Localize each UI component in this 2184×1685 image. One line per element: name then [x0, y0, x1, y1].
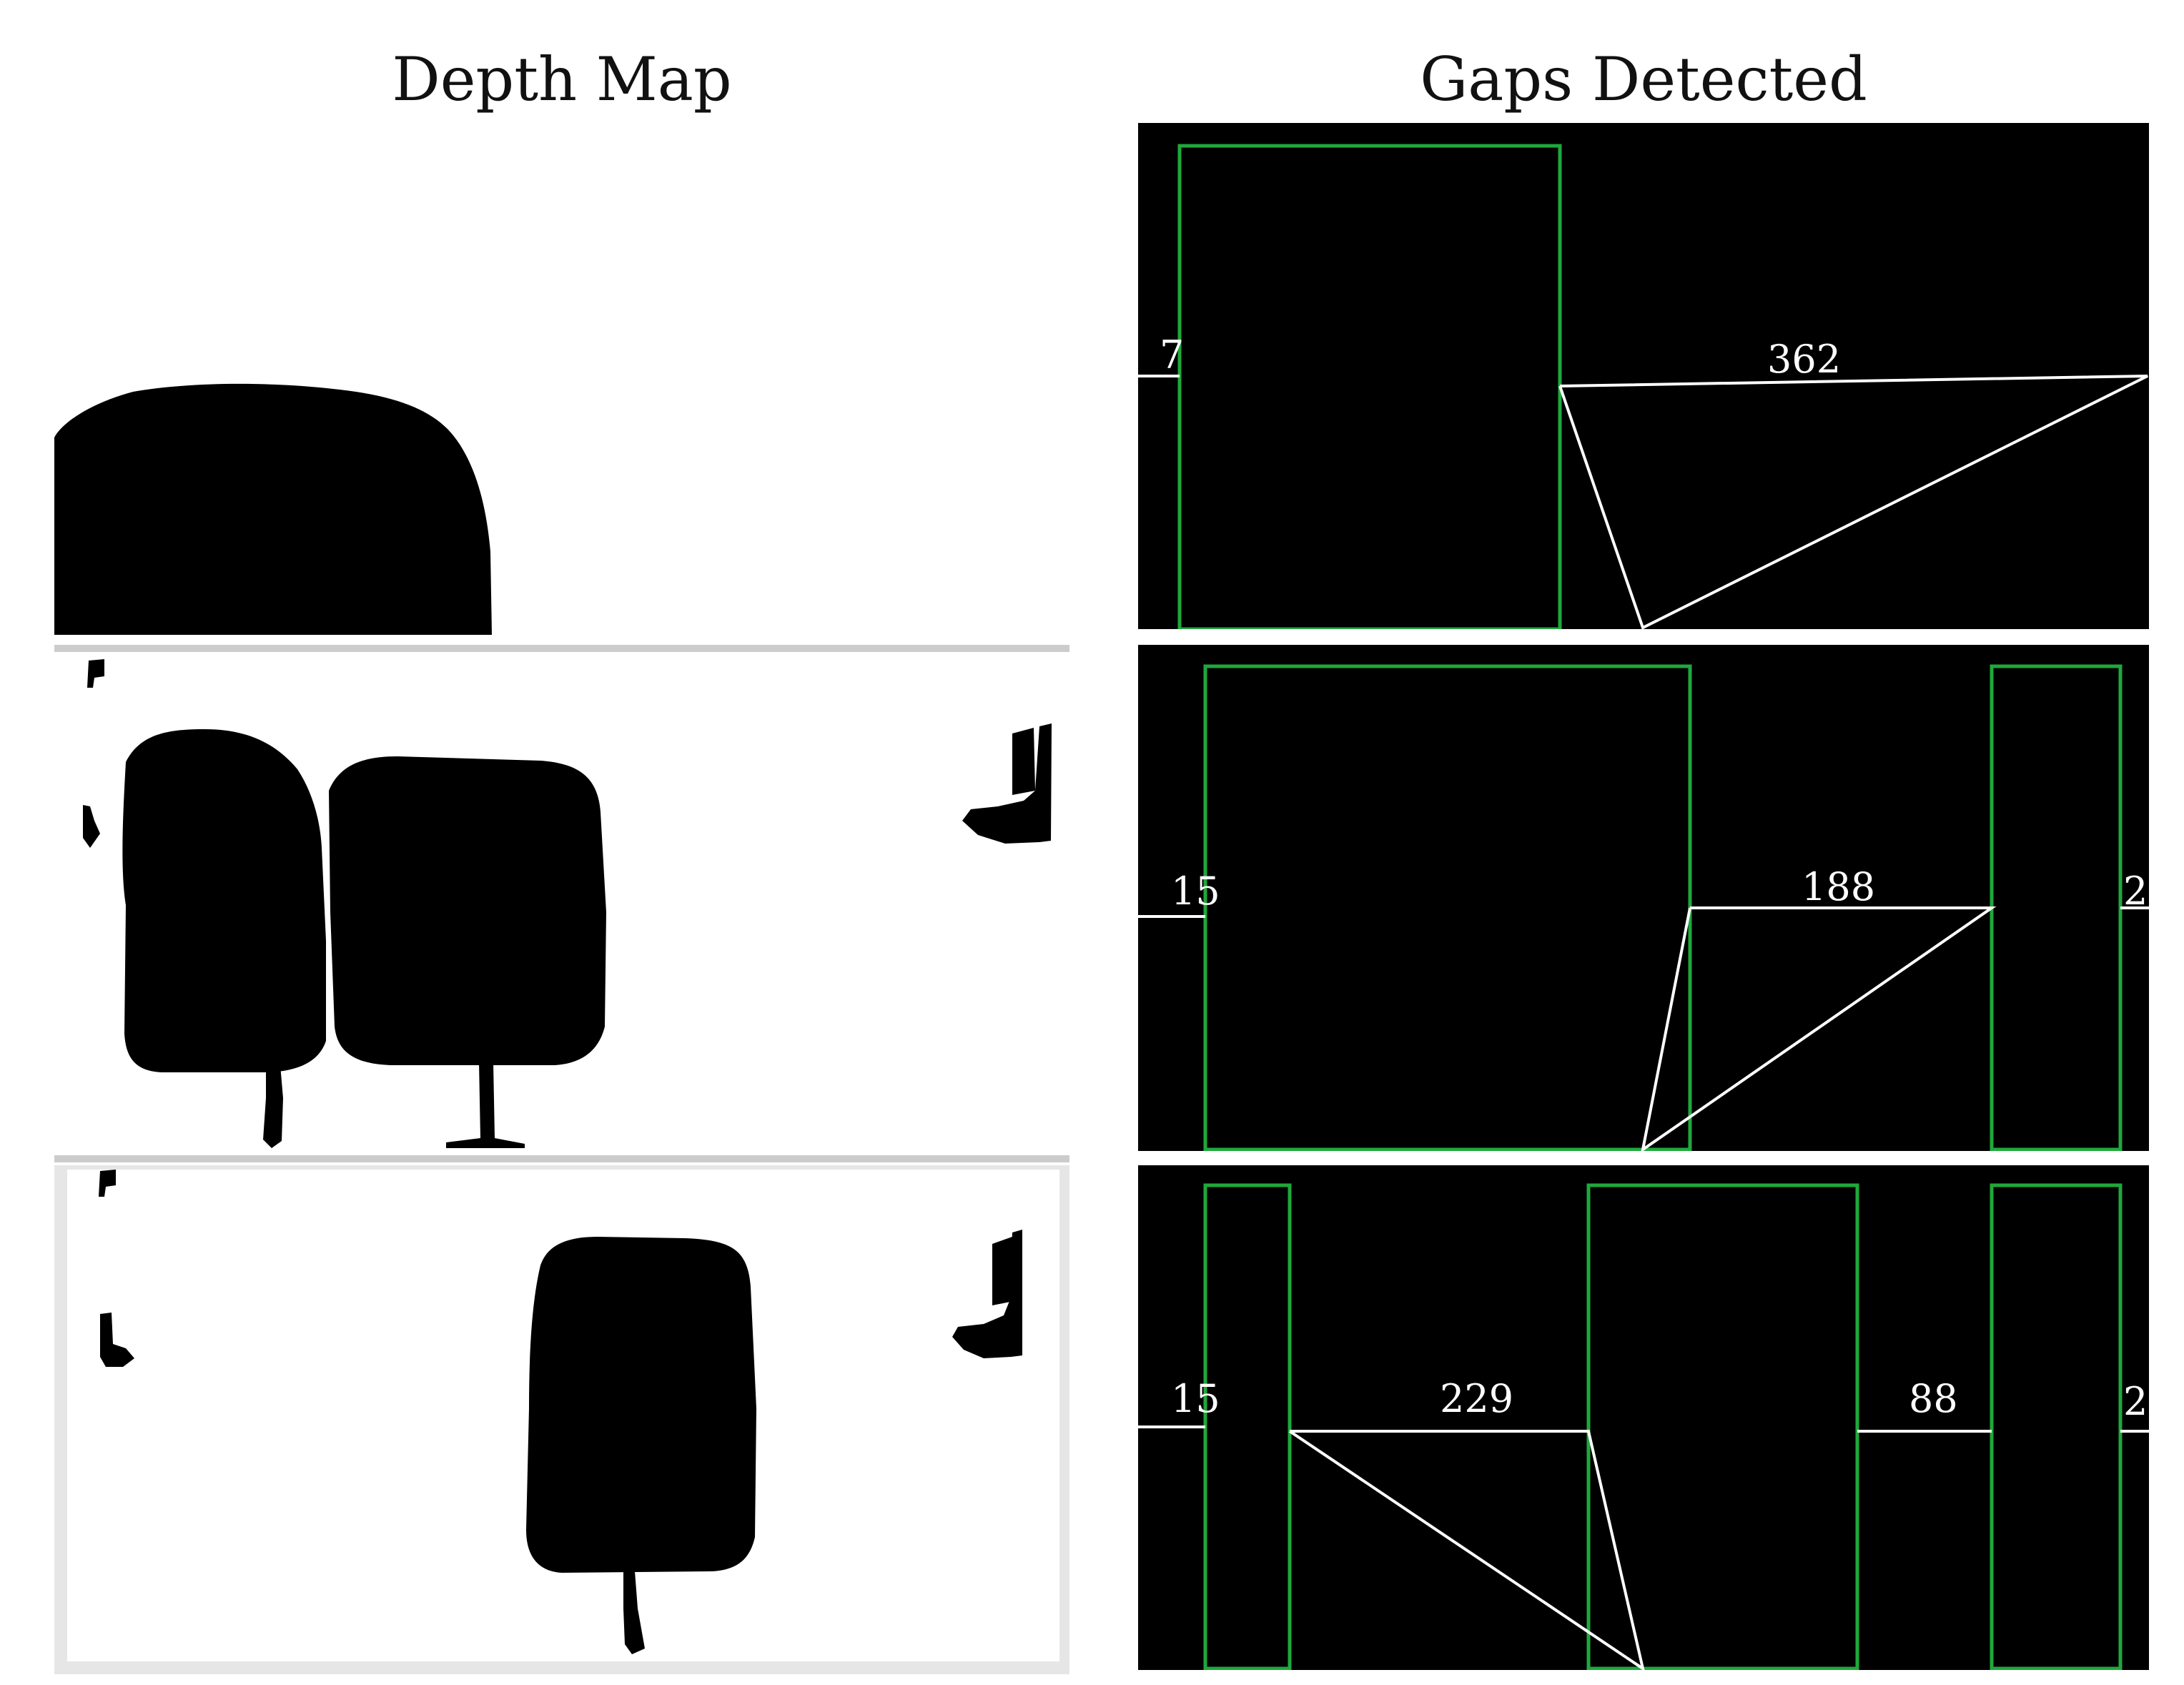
obstacle-blob	[962, 723, 1052, 844]
gap-label-right-edge: 2	[2123, 869, 2148, 914]
obstacle-box	[1177, 144, 1562, 629]
tree-trunk	[623, 1571, 645, 1654]
obstacle-box	[1990, 1183, 2123, 1670]
depth-map-panel-3	[54, 1165, 1069, 1674]
tree-trunk	[446, 1062, 525, 1148]
obstacle-blob	[526, 1237, 756, 1573]
gap-label-right-edge: 2	[2123, 1379, 2148, 1424]
gap-label-gap-2: 88	[1909, 1376, 1958, 1421]
gaps-detected-title: Gaps Detected	[1420, 44, 1867, 114]
corner-artifact	[87, 659, 104, 688]
corner-artifact	[99, 1170, 116, 1197]
obstacle-box	[1990, 664, 2123, 1151]
gaps-panel-3: 15 229 88 2	[1138, 1165, 2149, 1670]
tree-trunk	[263, 1065, 283, 1148]
small-artifact	[100, 1313, 134, 1367]
gap-label-left-edge: 15	[1171, 1376, 1220, 1421]
gap-label-left-edge: 15	[1171, 869, 1220, 914]
depth-map-panel-1	[54, 123, 1069, 635]
obstacle-blob	[122, 729, 326, 1072]
obstacle-blob	[1012, 728, 1035, 795]
obstacle-blob	[329, 756, 606, 1065]
panel-divider	[54, 1155, 1069, 1162]
gaps-panel-2: 15 188 2	[1138, 645, 2149, 1151]
gap-label-left-edge: 7	[1160, 332, 1185, 377]
gap-triangle	[1288, 1430, 1645, 1670]
obstacle-box	[1586, 1183, 1859, 1670]
obstacle-box	[1203, 664, 1692, 1151]
gaps-panel-1: 7 362	[1138, 123, 2149, 629]
depth-map-title: Depth Map	[392, 44, 732, 114]
gap-label-gap-1: 229	[1440, 1376, 1514, 1421]
gap-triangle	[1558, 375, 2148, 629]
gap-label-gap-1: 362	[1767, 337, 1842, 382]
gap-label-gap-1: 188	[1802, 864, 1876, 909]
obstacle-blob	[992, 1237, 1014, 1305]
depth-map-panel-2	[54, 655, 1069, 1155]
gap-triangle	[1641, 906, 1997, 1151]
obstacle-blob	[952, 1230, 1022, 1358]
obstacle-blob	[54, 383, 492, 635]
panel-divider	[54, 645, 1069, 652]
obstacle-box	[1203, 1183, 1292, 1670]
small-artifact	[83, 805, 100, 848]
